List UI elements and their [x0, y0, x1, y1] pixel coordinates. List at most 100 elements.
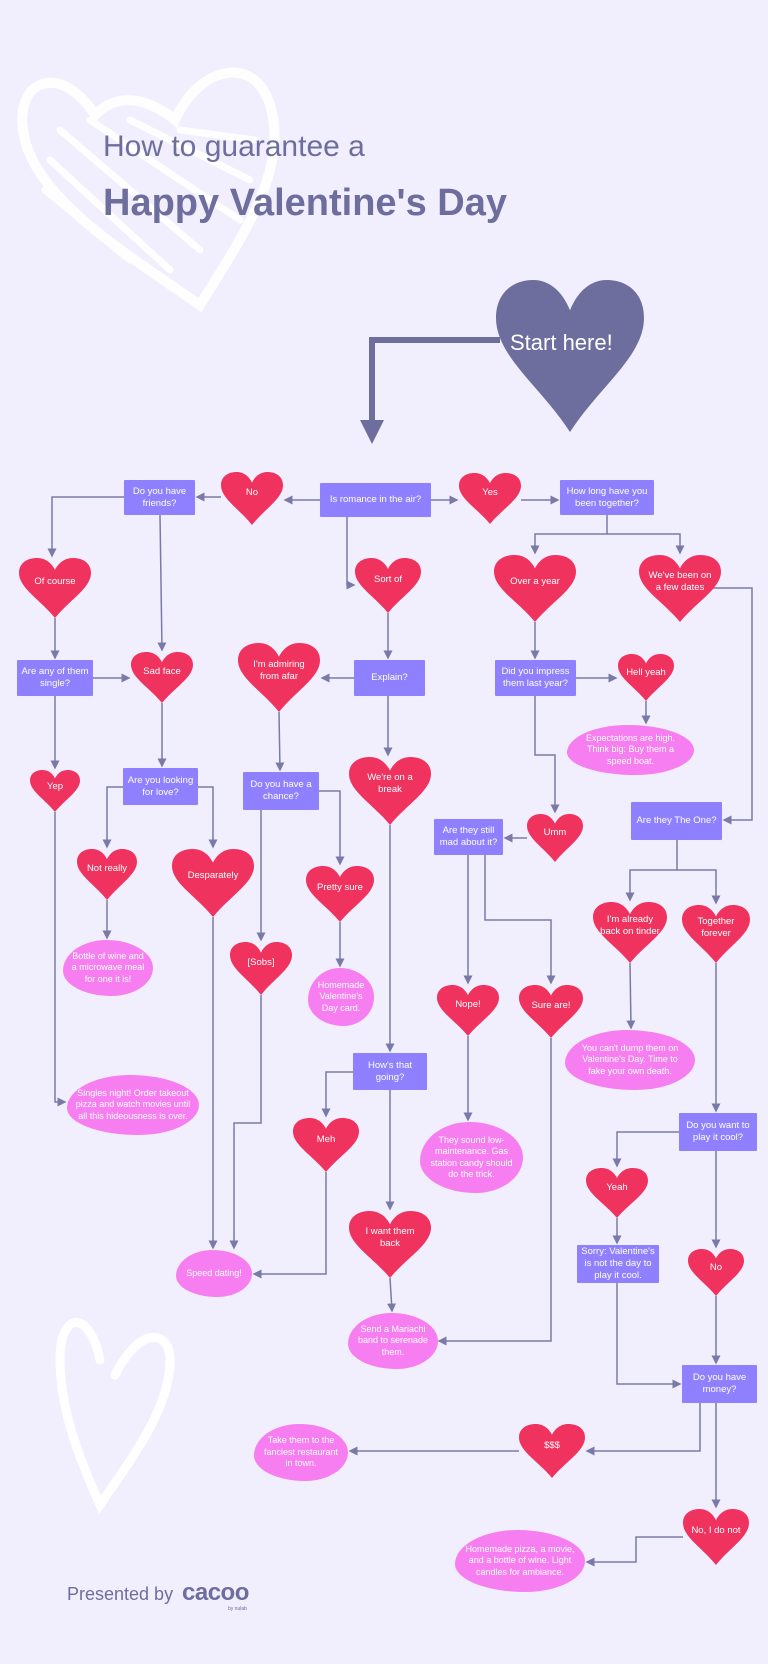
answer-heart-a-nope[interactable]: Nope!	[437, 985, 499, 1036]
heart-icon	[293, 1118, 359, 1172]
connector-arrow	[319, 790, 345, 866]
heart-icon	[238, 643, 320, 712]
answer-heart-a-together[interactable]: Together forever	[682, 905, 750, 963]
answer-heart-a-sortof[interactable]: Sort of	[355, 558, 421, 613]
heart-icon	[586, 1168, 648, 1218]
answer-heart-a-no2[interactable]: No	[688, 1249, 744, 1296]
outcome-bubble-o-mariachi[interactable]: Send a Mariachi band to serenade them.	[348, 1313, 438, 1369]
presented-by-text: Presented by	[67, 1584, 174, 1604]
answer-label: $$$	[544, 1439, 560, 1451]
connector-arrow	[229, 995, 262, 1250]
answer-heart-a-no[interactable]: No	[221, 472, 283, 525]
connector-arrow	[346, 517, 356, 590]
answer-heart-a-yep[interactable]: Yep	[30, 770, 80, 812]
heart-icon	[459, 473, 521, 524]
answer-label: We've been on a few dates	[648, 569, 712, 593]
outcome-bubble-o-restaurant[interactable]: Take them to the fanciest restaurant in …	[254, 1424, 348, 1481]
heart-icon	[519, 985, 583, 1038]
answer-label: Nope!	[455, 999, 481, 1011]
outcome-bubble-o-wine[interactable]: Bottle of wine and a microwave meal for …	[63, 940, 153, 996]
answer-label: I want them back	[365, 1225, 415, 1249]
question-box-q-cool[interactable]: Do you want to play it cool?	[679, 1113, 757, 1151]
answer-heart-a-desparately[interactable]: Desparately	[172, 849, 254, 917]
answer-label: Yep	[46, 780, 64, 792]
question-box-q-going[interactable]: How's that going?	[353, 1053, 427, 1090]
question-box-q-one[interactable]: Are they The One?	[631, 802, 722, 840]
heart-icon	[349, 757, 431, 825]
question-box-q-mad[interactable]: Are they still mad about it?	[434, 819, 503, 855]
outcome-bubble-o-speed[interactable]: Speed dating!	[176, 1250, 252, 1297]
answer-heart-a-yeah[interactable]: Yeah	[586, 1168, 648, 1218]
answer-label: Of course	[34, 575, 76, 587]
answer-heart-a-hellyeah[interactable]: Hell yeah	[618, 654, 674, 701]
connector-arrow	[54, 812, 67, 1107]
connector-arrow	[626, 962, 636, 1030]
connector-arrow	[484, 855, 556, 985]
start-label: Start here!	[510, 330, 613, 355]
answer-heart-a-overyear[interactable]: Over a year	[494, 555, 576, 622]
question-box-q-romance[interactable]: Is romance in the air?	[320, 483, 431, 517]
outcome-bubble-o-death[interactable]: You can't dump them on Valentine's Day. …	[565, 1030, 695, 1090]
connector-arrow	[102, 786, 123, 849]
heart-icon	[349, 1211, 431, 1278]
question-box-q-money[interactable]: Do you have money?	[682, 1365, 757, 1403]
answer-heart-a-tinder[interactable]: I'm already back on tinder	[593, 902, 667, 963]
connector-arrow	[585, 1536, 683, 1567]
question-box-q-explain[interactable]: Explain?	[354, 660, 425, 696]
answer-label: No	[245, 487, 259, 499]
decorative-sketch-heart-bottom	[55, 1318, 175, 1515]
connector-arrow	[677, 869, 721, 905]
outcome-bubble-o-candy[interactable]: They sound low-maintenance. Gas station …	[420, 1122, 523, 1193]
answer-heart-a-notreally[interactable]: Not really	[77, 849, 137, 900]
heart-icon	[437, 985, 499, 1036]
heart-icon	[683, 1509, 749, 1565]
answer-heart-a-umm[interactable]: Umm	[527, 814, 583, 862]
connector-arrow	[530, 515, 608, 555]
title-line-1: How to guarantee a	[103, 130, 365, 163]
outcome-bubble-o-card[interactable]: Homemade Valentine's Day card.	[308, 968, 374, 1026]
answer-heart-a-break[interactable]: We're on a break	[349, 757, 431, 825]
answer-heart-a-sureare[interactable]: Sure are!	[519, 985, 583, 1038]
answer-heart-a-meh[interactable]: Meh	[293, 1118, 359, 1172]
question-box-q-friends[interactable]: Do you have friends?	[124, 480, 195, 515]
answer-heart-a-sadface[interactable]: Sad face	[131, 652, 193, 703]
answer-label: Sad face	[143, 666, 181, 678]
question-box-q-long[interactable]: How long have you been together?	[560, 480, 654, 515]
answer-heart-a-sobs[interactable]: [Sobs]	[230, 942, 292, 995]
question-box-q-impress[interactable]: Did you impress them last year?	[495, 660, 576, 696]
question-box-q-sorry[interactable]: Sorry: Valentine's is not the day to pla…	[577, 1245, 659, 1283]
decorative-sketch-heart-top	[17, 67, 280, 313]
question-box-q-single[interactable]: Are any of them single?	[17, 660, 93, 696]
answer-label: Over a year	[510, 575, 560, 587]
outcome-bubble-o-boat[interactable]: Expectations are high. Think big: Buy th…	[567, 725, 694, 775]
connector-arrow	[437, 1038, 552, 1346]
answer-heart-a-wantback[interactable]: I want them back	[349, 1211, 431, 1278]
answer-heart-a-prettysure[interactable]: Pretty sure	[306, 866, 374, 922]
question-box-q-love[interactable]: Are you looking for love?	[123, 768, 198, 805]
start-heart[interactable]	[496, 280, 644, 432]
cacoo-logo[interactable]: cacoo	[182, 1579, 249, 1606]
answer-heart-a-admiring[interactable]: I'm admiring from afar	[238, 643, 320, 712]
answer-heart-a-yes[interactable]: Yes	[459, 473, 521, 524]
answer-heart-a-nomoney[interactable]: No, I do not	[683, 1509, 749, 1565]
connector-arrow	[712, 587, 753, 825]
answer-heart-a-money[interactable]: $$$	[519, 1424, 585, 1478]
heart-icon	[519, 1424, 585, 1478]
nulab-sub-logo: by nulab	[228, 1606, 247, 1612]
heart-icon	[527, 814, 583, 862]
connector-arrow	[275, 711, 285, 772]
answer-heart-a-fewdates[interactable]: We've been on a few dates	[639, 555, 721, 622]
answer-heart-a-ofcourse[interactable]: Of course	[19, 558, 91, 618]
question-box-q-chance[interactable]: Do you have a chance?	[243, 772, 319, 810]
answer-label: Together forever	[697, 916, 735, 940]
answer-label: No	[709, 1261, 723, 1273]
heart-icon	[593, 902, 667, 963]
outcome-bubble-o-pizza[interactable]: Homemade pizza, a movie, and a bottle of…	[455, 1530, 585, 1592]
answer-label: Sort of	[374, 573, 402, 585]
answer-label: [Sobs]	[247, 957, 275, 969]
heart-icon	[494, 555, 576, 622]
outcome-bubble-o-singles[interactable]: Singles night! Order takeout pizza and w…	[67, 1075, 199, 1135]
answer-label: I'm admiring from afar	[253, 658, 305, 682]
connector-arrow	[607, 533, 685, 555]
